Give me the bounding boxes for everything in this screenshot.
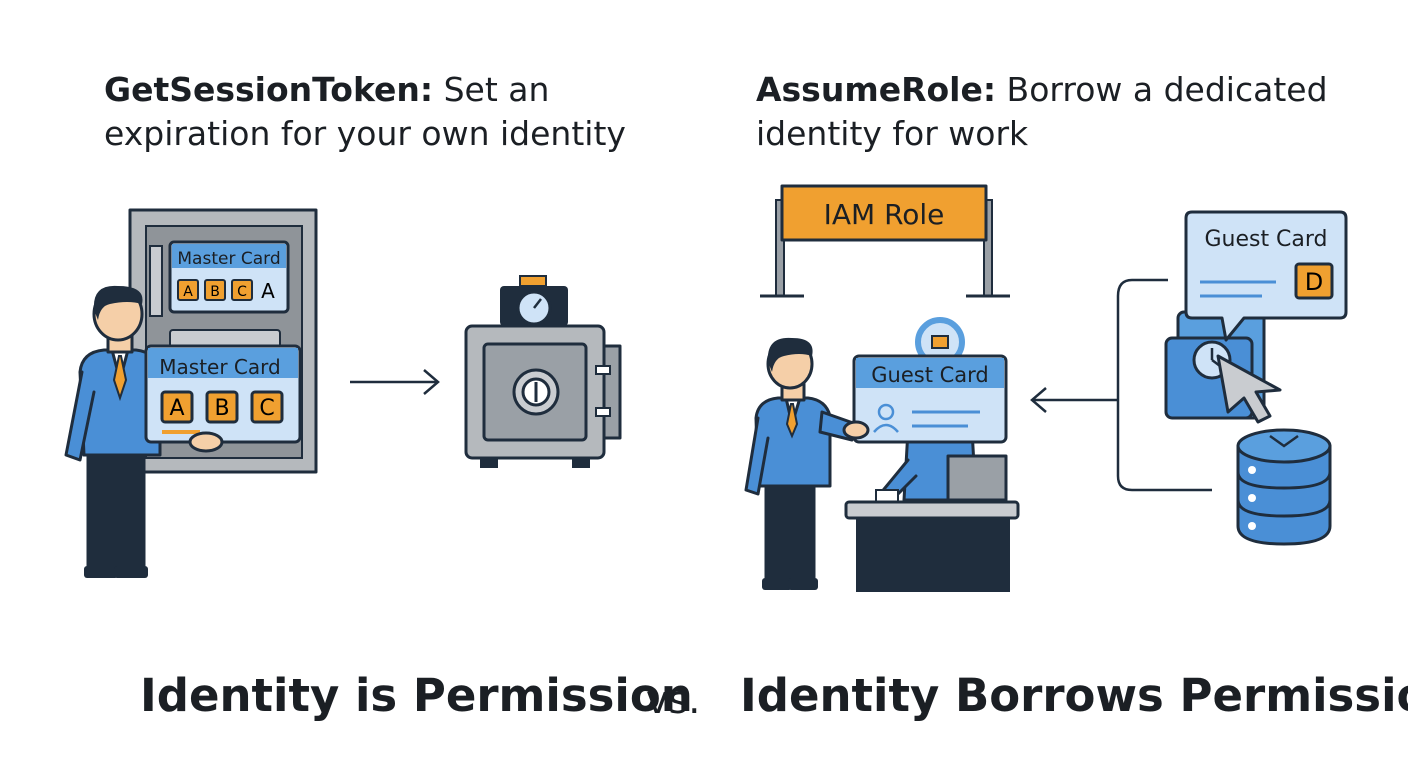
front-card-letter-b: B bbox=[214, 396, 229, 421]
front-card-letter-c: C bbox=[259, 396, 274, 421]
bubble-card-label: Guest Card bbox=[1204, 227, 1327, 252]
back-card-letter-b: B bbox=[210, 284, 220, 300]
desk-guest-card: Guest Card bbox=[842, 354, 1008, 444]
arrow-to-desk bbox=[1030, 278, 1212, 492]
monitor-icon bbox=[946, 454, 1008, 508]
database-icon bbox=[1236, 428, 1332, 546]
iam-role-label: IAM Role bbox=[824, 198, 945, 231]
right-heading-text: Borrow a dedicated identity for work bbox=[756, 70, 1328, 153]
front-card-letter-a: A bbox=[169, 396, 184, 421]
person-right bbox=[744, 337, 858, 590]
back-master-card: Master Card A B C A bbox=[168, 240, 290, 314]
bottom-right-caption: Identity Borrows Permission bbox=[740, 669, 1408, 722]
illustration: .ol { stroke: #1f2d3d; stroke-width: 3; … bbox=[64, 184, 1348, 592]
safe-icon bbox=[464, 275, 622, 468]
back-card-letter-a: A bbox=[183, 284, 193, 300]
cursor-icon bbox=[1216, 354, 1282, 424]
iam-role-sign: IAM Role bbox=[760, 184, 1010, 298]
person-left bbox=[64, 285, 162, 578]
back-card-label: Master Card bbox=[177, 249, 280, 269]
front-card-label: Master Card bbox=[159, 355, 280, 379]
left-heading-text: Set an expiration for your own identity bbox=[104, 70, 626, 153]
bubble-card-letter: D bbox=[1305, 268, 1323, 296]
bottom-left-caption: Identity is Permission bbox=[140, 669, 693, 722]
bottom-vs: vs. bbox=[646, 678, 701, 722]
right-heading-term: AssumeRole: bbox=[756, 70, 997, 109]
left-heading: GetSessionToken: Set an expiration for y… bbox=[104, 68, 684, 156]
arrow-to-safe bbox=[350, 369, 440, 395]
desk-card-label: Guest Card bbox=[871, 363, 988, 387]
bubble-guest-card: Guest Card D bbox=[1184, 210, 1348, 342]
back-card-letter-c: C bbox=[237, 284, 247, 300]
front-master-card: Master Card A B C bbox=[144, 344, 302, 453]
desk bbox=[844, 500, 1020, 592]
right-heading: AssumeRole: Borrow a dedicated identity … bbox=[756, 68, 1356, 156]
back-card-extra-letter: A bbox=[261, 279, 275, 303]
left-heading-term: GetSessionToken: bbox=[104, 70, 434, 109]
